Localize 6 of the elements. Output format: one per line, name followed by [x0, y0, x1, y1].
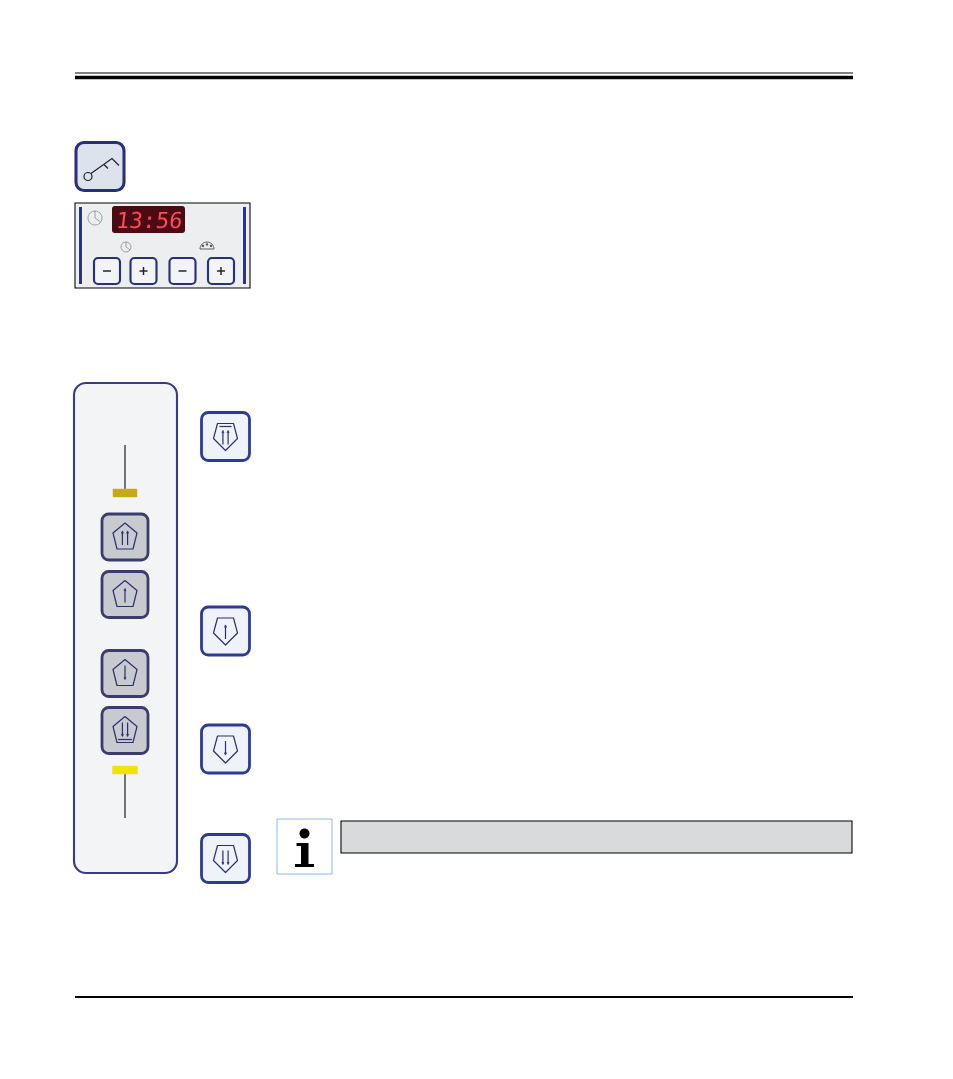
- note-bar: [340, 820, 853, 854]
- indicator-light: [112, 488, 138, 498]
- time-display: 13:56: [112, 206, 185, 233]
- indicator-light: [112, 765, 138, 775]
- leader-line: [124, 773, 126, 819]
- leader-line: [124, 444, 126, 490]
